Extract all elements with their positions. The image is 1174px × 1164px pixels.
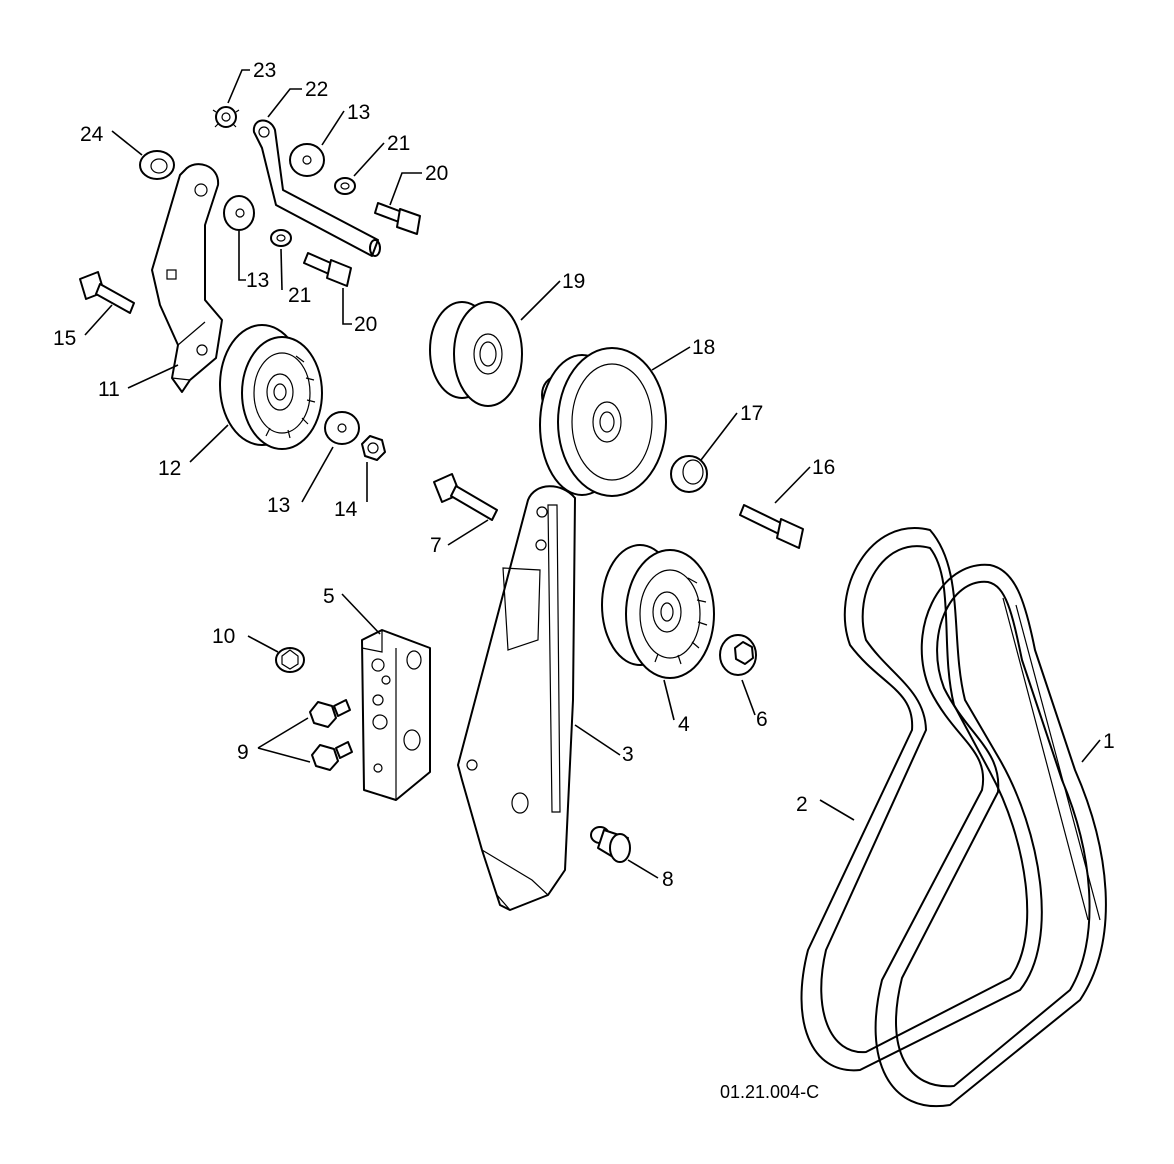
part-23-star-washer <box>212 106 240 128</box>
label-4: 4 <box>678 713 690 736</box>
label-1: 1 <box>1103 730 1115 753</box>
drawing-id: 01.21.004-C <box>720 1082 819 1102</box>
label-10: 10 <box>212 625 235 648</box>
callout-labels: 1 2 3 4 5 6 7 8 9 10 11 12 13 14 15 16 1… <box>53 59 1115 891</box>
label-9: 9 <box>237 741 249 764</box>
label-8: 8 <box>662 868 674 891</box>
part-5-plate <box>361 629 431 801</box>
part-8-flanged-bolt <box>590 826 631 863</box>
part-13-washer-low <box>324 411 360 445</box>
part-12-idler-pulley <box>219 324 323 450</box>
label-5: 5 <box>323 585 335 608</box>
part-15-bolt <box>79 271 135 314</box>
part-21-lockwasher-mid <box>270 229 292 247</box>
label-22: 22 <box>305 78 328 101</box>
part-13-washer-mid <box>223 195 255 231</box>
part-20-bolt-top <box>374 202 421 235</box>
label-20-mid: 20 <box>354 313 377 336</box>
part-11-bracket <box>151 163 223 393</box>
part-6-flanged-nut <box>719 634 757 676</box>
part-4-idler-pulley <box>601 544 715 679</box>
label-16: 16 <box>812 456 835 479</box>
part-2-belt <box>800 527 1043 1072</box>
part-7-bolt <box>433 473 498 521</box>
part-22-rod <box>252 119 381 257</box>
part-13-washer-top <box>289 143 325 177</box>
part-3-tension-arm <box>457 485 576 911</box>
label-21-mid: 21 <box>288 284 311 307</box>
label-7: 7 <box>430 534 442 557</box>
label-12: 12 <box>158 457 181 480</box>
part-9-screw-lower <box>311 741 353 771</box>
label-19: 19 <box>562 270 585 293</box>
part-16-bolt <box>739 504 804 549</box>
part-9-screw-upper <box>309 699 351 728</box>
label-18: 18 <box>692 336 715 359</box>
label-15: 15 <box>53 327 76 350</box>
label-13-low: 13 <box>267 494 290 517</box>
leader-lines <box>84 69 1101 879</box>
label-13-mid: 13 <box>246 269 269 292</box>
label-20-top: 20 <box>425 162 448 185</box>
label-23: 23 <box>253 59 276 82</box>
label-11: 11 <box>98 378 120 401</box>
part-21-lockwasher-top <box>334 177 356 195</box>
part-20-bolt-mid <box>303 252 352 287</box>
label-13-top: 13 <box>347 101 370 124</box>
part-24-bushing <box>139 150 175 180</box>
label-17: 17 <box>740 402 763 425</box>
part-19-v-pulley <box>429 301 523 407</box>
label-24: 24 <box>80 123 104 146</box>
label-21-top: 21 <box>387 132 410 155</box>
label-6: 6 <box>756 708 768 731</box>
part-1-belt <box>874 563 1107 1108</box>
label-3: 3 <box>622 743 634 766</box>
part-17-spacer <box>670 455 708 493</box>
part-10-nut <box>275 647 305 673</box>
part-14-nut <box>361 435 386 461</box>
part-18-large-pulley <box>539 347 667 497</box>
label-2: 2 <box>796 793 808 816</box>
label-14: 14 <box>334 498 358 521</box>
